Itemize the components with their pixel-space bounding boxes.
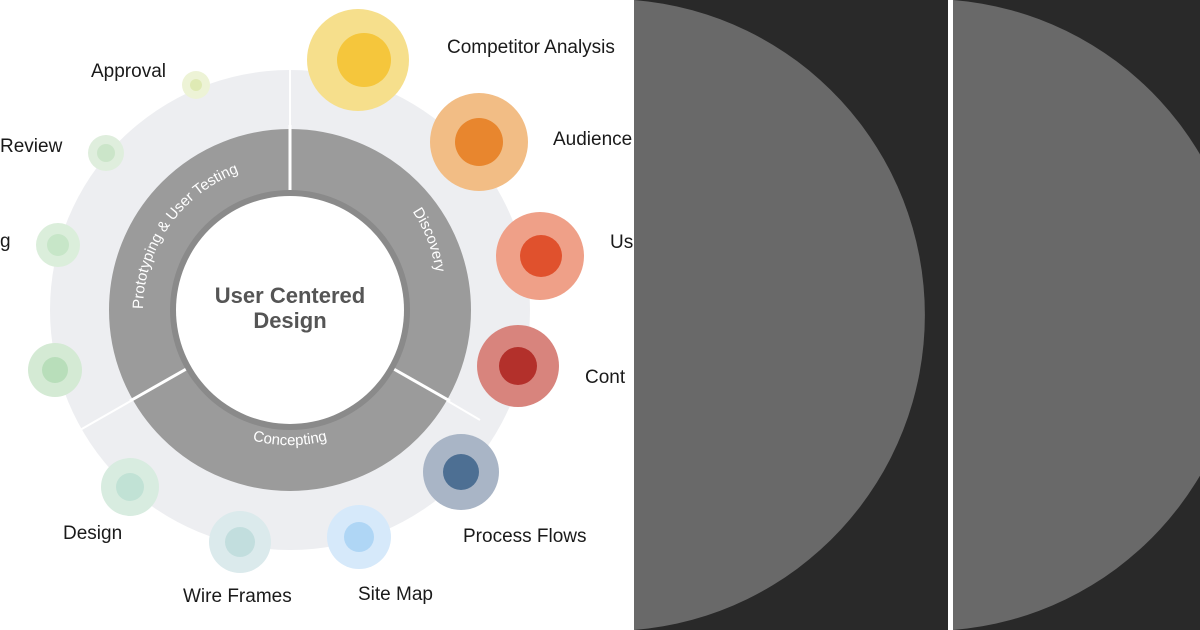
diagram-area: User Centered Design Prototyping & User …	[0, 9, 633, 607]
node-audience: Audience	[430, 93, 632, 191]
node-inner	[344, 522, 374, 552]
node-inner	[455, 118, 503, 166]
phase-divider-right	[391, 366, 451, 403]
node-design: Design	[63, 458, 159, 544]
node-label: Design	[63, 523, 122, 544]
node-us: Us	[496, 212, 633, 300]
node-label: Site Map	[358, 584, 433, 605]
node-inner	[42, 357, 68, 383]
node-label: Competitor Analysis	[447, 37, 615, 58]
node-inner	[116, 473, 144, 501]
half-disc-left	[634, 0, 925, 630]
panel-gap	[948, 0, 953, 630]
node-label: Audience	[553, 129, 632, 150]
node-label: Review	[0, 136, 63, 157]
node-site-map: Site Map	[327, 505, 433, 605]
node-inner	[337, 33, 391, 87]
node-label: Wire Frames	[183, 586, 292, 607]
node-unlabeled	[28, 343, 82, 397]
phase-divider-left	[129, 366, 189, 403]
node-inner	[97, 144, 115, 162]
center-title-line2: Design	[253, 308, 326, 333]
node-inner	[499, 347, 537, 385]
node-label: Cont	[585, 367, 626, 388]
phase-label-concepting: Concepting	[252, 428, 329, 450]
center-disc	[176, 196, 404, 424]
right-panels	[634, 0, 1200, 630]
node-label: Approval	[91, 61, 166, 82]
center-title-line1: User Centered	[215, 283, 365, 308]
node-inner	[47, 234, 69, 256]
node-competitor-analysis: Competitor Analysis	[307, 9, 615, 111]
node-wire-frames: Wire Frames	[183, 511, 292, 607]
node-label: Process Flows	[463, 526, 587, 547]
node-label: Us	[610, 232, 633, 253]
node-label: g	[0, 231, 11, 252]
node-g: g	[0, 223, 80, 267]
node-cont: Cont	[477, 325, 626, 407]
node-inner	[225, 527, 255, 557]
node-process-flows: Process Flows	[423, 434, 587, 547]
half-disc-right	[953, 0, 1200, 630]
node-approval: Approval	[91, 61, 210, 99]
node-inner	[443, 454, 479, 490]
node-review: Review	[0, 135, 124, 171]
node-inner	[190, 79, 202, 91]
node-inner	[520, 235, 562, 277]
